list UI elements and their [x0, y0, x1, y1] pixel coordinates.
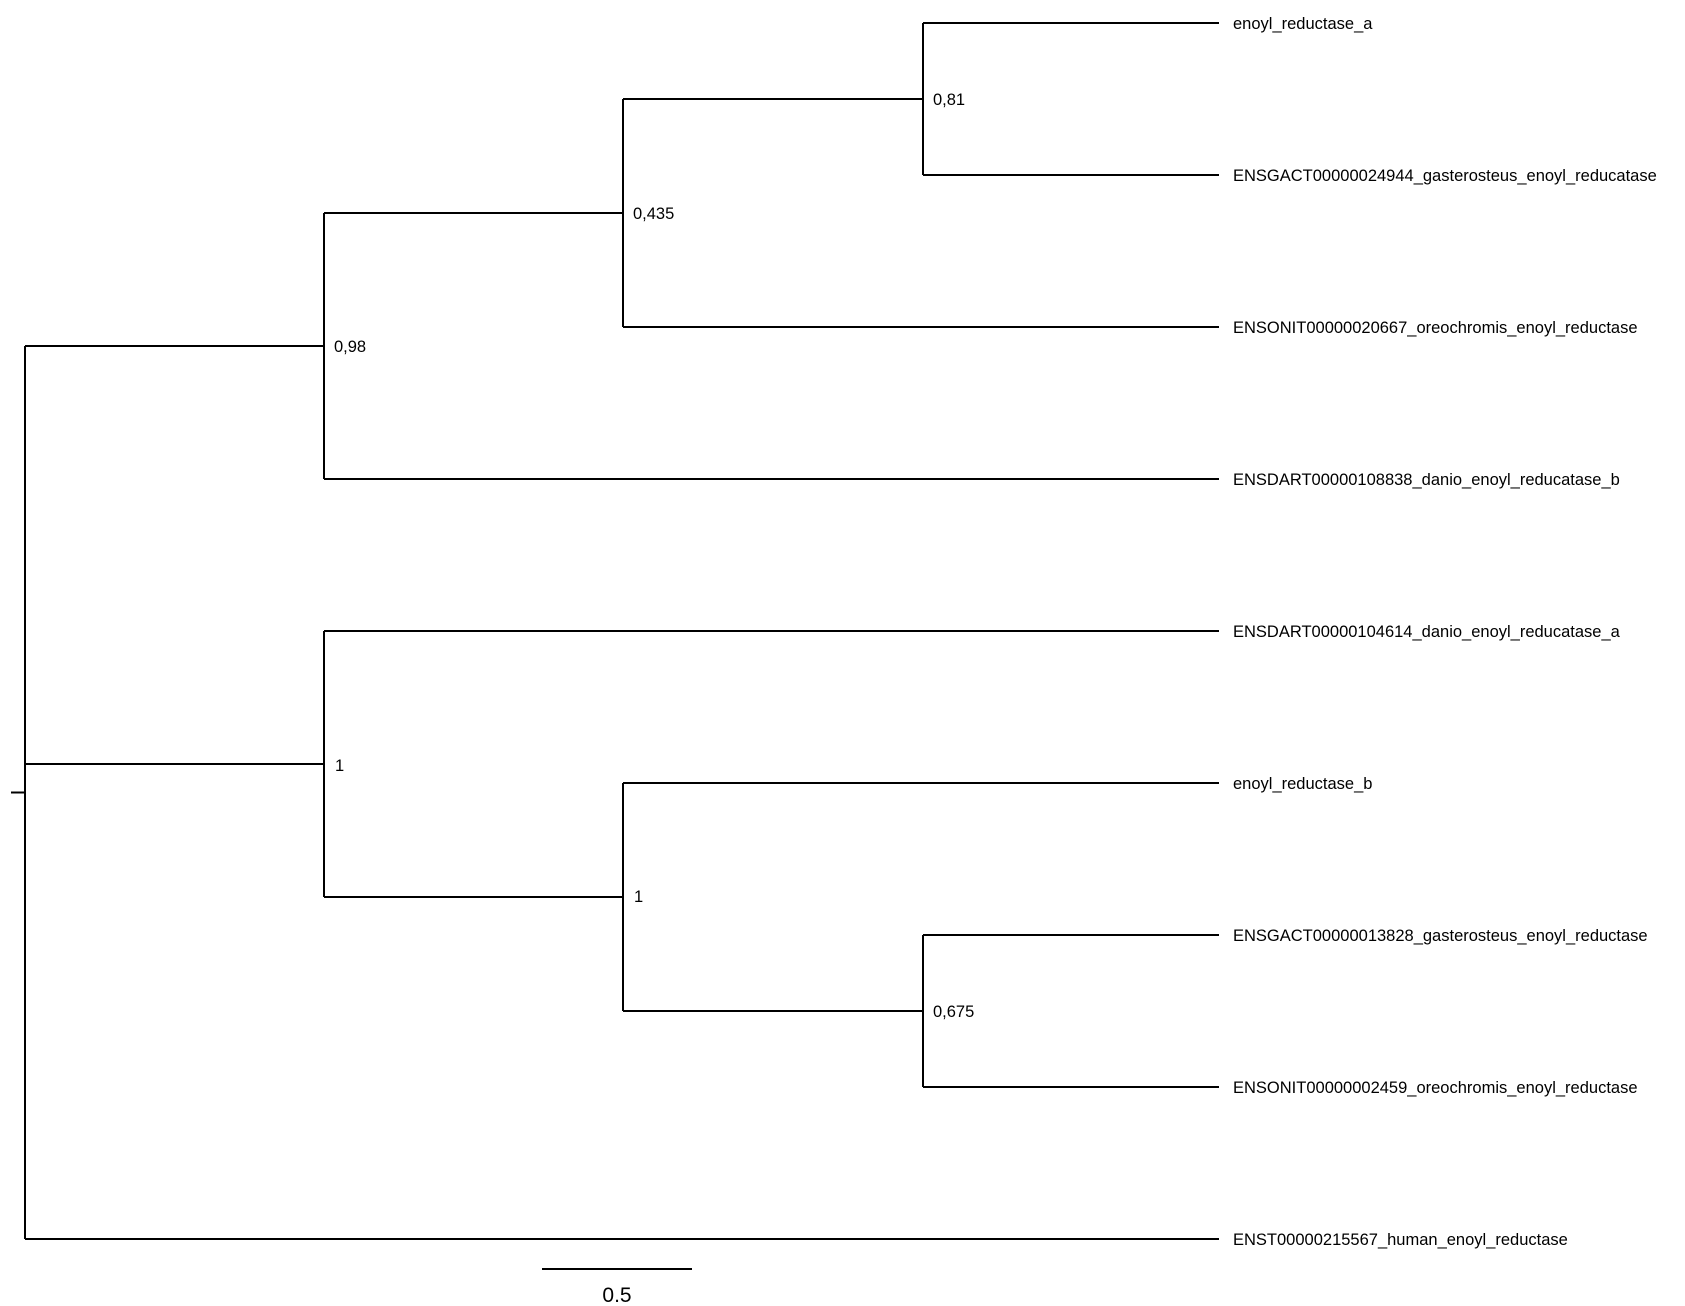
- tip-label-t4: ENSDART00000108838_danio_enoyl_reducatas…: [1233, 471, 1620, 489]
- tip-labels: enoyl_reductase_a ENSGACT00000024944_gas…: [1233, 15, 1657, 1249]
- tip-label-t6: enoyl_reductase_b: [1233, 775, 1372, 793]
- support-label-n_a: 0,98: [334, 338, 366, 356]
- support-label-n_f: 0,675: [933, 1003, 974, 1021]
- support-label-n_c: 0,435: [633, 205, 674, 223]
- support-label-n_b: 1: [335, 757, 344, 775]
- tip-label-t5: ENSDART00000104614_danio_enoyl_reducatas…: [1233, 623, 1621, 641]
- tip-label-t1: enoyl_reductase_a: [1233, 15, 1373, 33]
- tip-label-t7: ENSGACT00000013828_gasterosteus_enoyl_re…: [1233, 927, 1648, 945]
- support-values: 0,98 0,435 0,81 1 1 0,675: [334, 91, 974, 1021]
- tip-label-t3: ENSONIT00000020667_oreochromis_enoyl_red…: [1233, 319, 1638, 337]
- tree-branches: [11, 22, 1219, 1240]
- tip-label-t9: ENST00000215567_human_enoyl_reductase: [1233, 1231, 1568, 1249]
- scale-bar-label: 0.5: [602, 1284, 631, 1306]
- support-label-n_e: 1: [634, 888, 643, 906]
- scale-bar: 0.5: [542, 1268, 692, 1306]
- tip-label-t2: ENSGACT00000024944_gasterosteus_enoyl_re…: [1233, 167, 1657, 185]
- support-label-n_d: 0,81: [933, 91, 965, 109]
- tip-label-t8: ENSONIT00000002459_oreochromis_enoyl_red…: [1233, 1079, 1638, 1097]
